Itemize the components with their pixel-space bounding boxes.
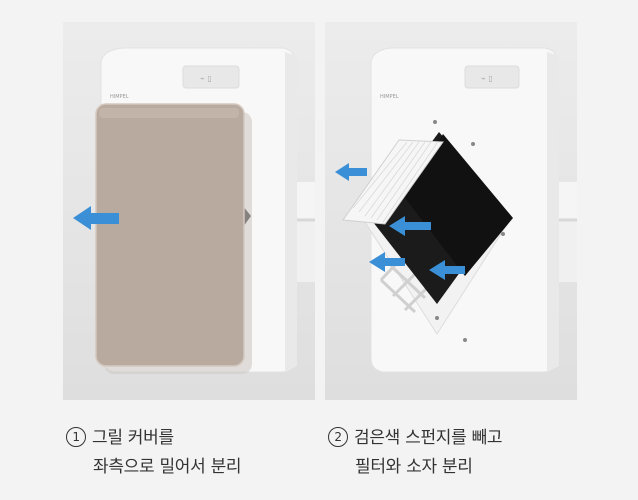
display-glyph: ⌁ ▯ (481, 74, 493, 83)
black-sponge (405, 134, 513, 276)
filter-pleats (352, 141, 438, 223)
brand-label: HIMPEL (110, 94, 129, 100)
brand-label: HIMPEL (380, 94, 399, 100)
rear-sponge-arrow-icon (429, 260, 465, 280)
step-2-photo: ⌁ ▯ HIMPEL (325, 22, 577, 400)
purifier-side (547, 52, 559, 372)
step-2-text-2: 필터와 소자 분리 (355, 457, 473, 477)
step-1-text-1: 그릴 커버를 (92, 428, 174, 448)
step-2-text-1: 검은색 스펀지를 빼고 (354, 428, 503, 448)
grill-cover (96, 104, 244, 366)
purifier-side (285, 52, 297, 372)
purifier-filters-illustration: ⌁ ▯ HIMPEL (335, 47, 577, 373)
purifier-cover-illustration: ⌁ ▯ HIMPEL (73, 47, 315, 374)
screws (433, 120, 505, 342)
slide-left-arrow-icon (73, 206, 119, 230)
filter-out-arrow-icon (335, 163, 367, 181)
step-2-line-1: 2 검은색 스펀지를 빼고 (328, 424, 503, 453)
element-arrow-icon (369, 252, 405, 272)
display-panel (182, 65, 240, 89)
display-panel (464, 65, 520, 89)
step-2-number: 2 (328, 427, 348, 447)
step-2-caption: 2 검은색 스펀지를 빼고 필터와 소자 분리 (328, 424, 503, 482)
step-1-caption: 1 그릴 커버를 좌측으로 밀어서 분리 (66, 424, 242, 482)
display-glyph: ⌁ ▯ (200, 74, 212, 83)
sponge-arrow-icon (389, 216, 431, 236)
step-1-photo: ⌁ ▯ HIMPEL (63, 22, 315, 400)
step-1-text-2: 좌측으로 밀어서 분리 (93, 457, 242, 477)
step-1-line-1: 1 그릴 커버를 (66, 424, 241, 453)
step-1-number: 1 (66, 427, 86, 447)
